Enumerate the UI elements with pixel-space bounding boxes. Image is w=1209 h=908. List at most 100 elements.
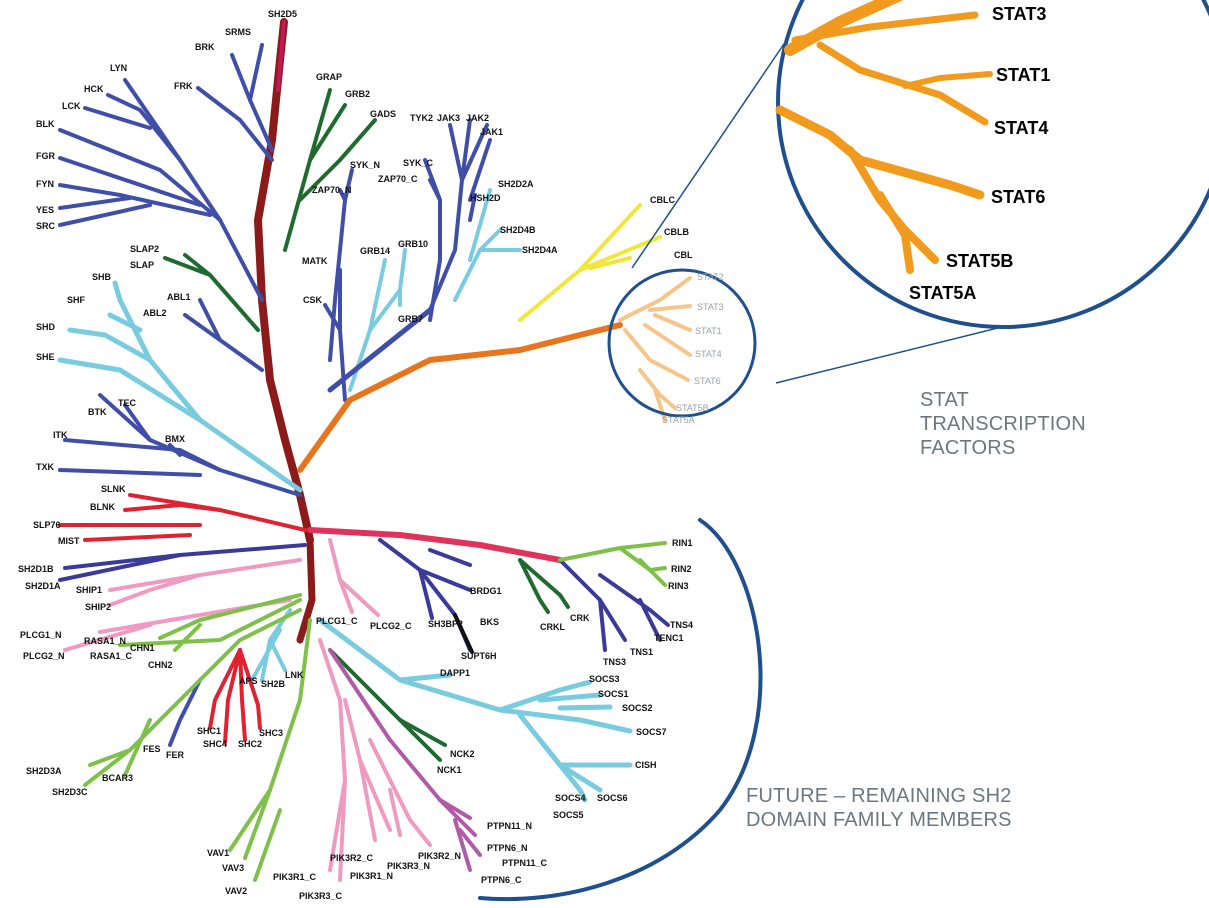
label-supt6h: SUPT6H: [461, 651, 497, 661]
label-hsh2d: HSH2D: [470, 193, 501, 203]
zoom-label-stat4: STAT4: [994, 118, 1048, 138]
label-lck: LCK: [62, 101, 81, 111]
stat-small-circle: [607, 268, 757, 418]
future-caption: FUTURE – REMAINING SH2 DOMAIN FAMILY MEM…: [746, 784, 1076, 832]
label-slap: SLAP: [130, 260, 154, 270]
slap-branch: [183, 253, 260, 332]
rasa-chn-branches: [118, 593, 302, 652]
label-hck: HCK: [84, 84, 104, 94]
label-shc1: SHC1: [197, 726, 221, 736]
label-vav3: VAV3: [222, 863, 244, 873]
sh2d3-branches: [83, 608, 302, 787]
supt6h-branch: [453, 613, 474, 654]
label-chn2: CHN2: [148, 660, 173, 670]
label-sh2d5: SH2D5: [268, 9, 297, 19]
label-csk: CSK: [303, 295, 323, 305]
label-socs7: SOCS7: [636, 727, 667, 737]
stat-caption: STAT TRANSCRIPTION FACTORS: [920, 388, 1140, 460]
nck-branches: [328, 648, 447, 762]
label-socs6: SOCS6: [597, 793, 628, 803]
label-socs3: SOCS3: [589, 674, 620, 684]
label-sh2d3c: SH2D3C: [52, 787, 88, 797]
label-shd: SHD: [36, 322, 56, 332]
label-grb10: GRB10: [398, 239, 428, 249]
label-crk: CRK: [570, 613, 590, 623]
slp76-family-branches: [58, 493, 307, 542]
label-sh2d3a: SH2D3A: [26, 766, 62, 776]
label-pik3r3-n: PIK3R3_N: [387, 861, 430, 871]
label-blk: BLK: [36, 119, 55, 129]
pik3r-branches: [318, 638, 432, 882]
label-sh2d2a: SH2D2A: [498, 179, 534, 189]
zoom-label-stat6: STAT6: [991, 187, 1045, 207]
socs-branches: [317, 617, 633, 803]
small-label-stat4: STAT4: [695, 349, 722, 359]
label-aps: APS: [239, 676, 258, 686]
stat-stem-branch: [297, 322, 623, 473]
zoom-connector-bottom: [775, 319, 1031, 384]
label-vav1: VAV1: [207, 848, 229, 858]
src-family-branches: [58, 43, 274, 302]
label-chn1: CHN1: [130, 643, 155, 653]
label-brdg1: BRDG1: [470, 586, 502, 596]
stat-zoom-circle: [776, 0, 1209, 329]
label-rin3: RIN3: [668, 581, 689, 591]
stat-caption-line-2: TRANSCRIPTION: [920, 413, 1086, 435]
label-zap70-c: ZAP70_C: [378, 174, 418, 184]
cbl-family-branches: [518, 203, 662, 322]
zoom-label-stat5a: STAT5A: [909, 283, 976, 303]
label-rin1: RIN1: [672, 538, 693, 548]
label-pik3r1-c: PIK3R1_C: [273, 872, 317, 882]
label-pik3r1-n: PIK3R1_N: [350, 871, 393, 881]
label-ptpn6-n: PTPN6_N: [487, 843, 528, 853]
label-slp76: SLP76: [33, 520, 61, 530]
small-label-stat5a: STAT5A: [662, 415, 695, 425]
label-plcg2-n: PLCG2_N: [23, 651, 65, 661]
label-sh2d4b: SH2D4B: [500, 225, 536, 235]
label-srms: SRMS: [225, 27, 251, 37]
stat-caption-line-3: FACTORS: [920, 437, 1016, 459]
crk-stem-branch: [307, 527, 563, 563]
label-tns4: TNS4: [670, 620, 693, 630]
label-fgr: FGR: [36, 151, 55, 161]
label-rasa1-c: RASA1_C: [90, 651, 133, 661]
rin-branches: [558, 541, 667, 587]
vav-branches: [228, 618, 312, 882]
label-plcg2-c: PLCG2_C: [370, 621, 412, 631]
stat-zoom-labels: STAT3 STAT1 STAT4 STAT6 STAT5B STAT5A: [909, 4, 1050, 303]
label-btk: BTK: [88, 407, 107, 417]
label-sh2b: SH2B: [261, 679, 286, 689]
label-rasa1-n: RASA1_N: [84, 636, 126, 646]
sh2d5-branch: [276, 20, 286, 92]
label-grb2: GRB2: [345, 89, 370, 99]
lower-trunk-branch: [296, 536, 316, 644]
label-itk: ITK: [53, 430, 68, 440]
label-blnk: BLNK: [90, 502, 115, 512]
label-txk: TXK: [36, 462, 55, 472]
label-vav2: VAV2: [225, 886, 247, 896]
label-bks: BKS: [480, 617, 499, 627]
stat-caption-line-1: STAT: [920, 389, 969, 411]
label-src: SRC: [36, 221, 56, 231]
future-caption-line-1: FUTURE – REMAINING SH2: [746, 785, 1012, 807]
plcg-c-branches: [328, 538, 380, 617]
sh2d1-branches: [58, 543, 307, 582]
label-shb: SHB: [92, 272, 112, 282]
label-matk: MATK: [302, 256, 328, 266]
label-grap: GRAP: [316, 72, 342, 82]
label-ship2: SHIP2: [85, 602, 111, 612]
fes-fer-branch: [168, 678, 202, 747]
label-tns3: TNS3: [603, 657, 626, 667]
label-pik3r2-c: PIK3R2_C: [330, 853, 374, 863]
label-jak1: JAK1: [480, 127, 503, 137]
label-shc4: SHC4: [203, 739, 227, 749]
small-label-stat3: STAT3: [697, 302, 724, 312]
zoom-label-stat1: STAT1: [996, 65, 1050, 85]
small-label-stat5b: STAT5B: [676, 403, 709, 413]
label-abl1: ABL1: [167, 292, 191, 302]
label-bmx: BMX: [165, 434, 185, 444]
label-she: SHE: [36, 352, 55, 362]
grb2-family-branches: [283, 88, 377, 252]
label-ptpn11-n: PTPN11_N: [487, 821, 532, 831]
